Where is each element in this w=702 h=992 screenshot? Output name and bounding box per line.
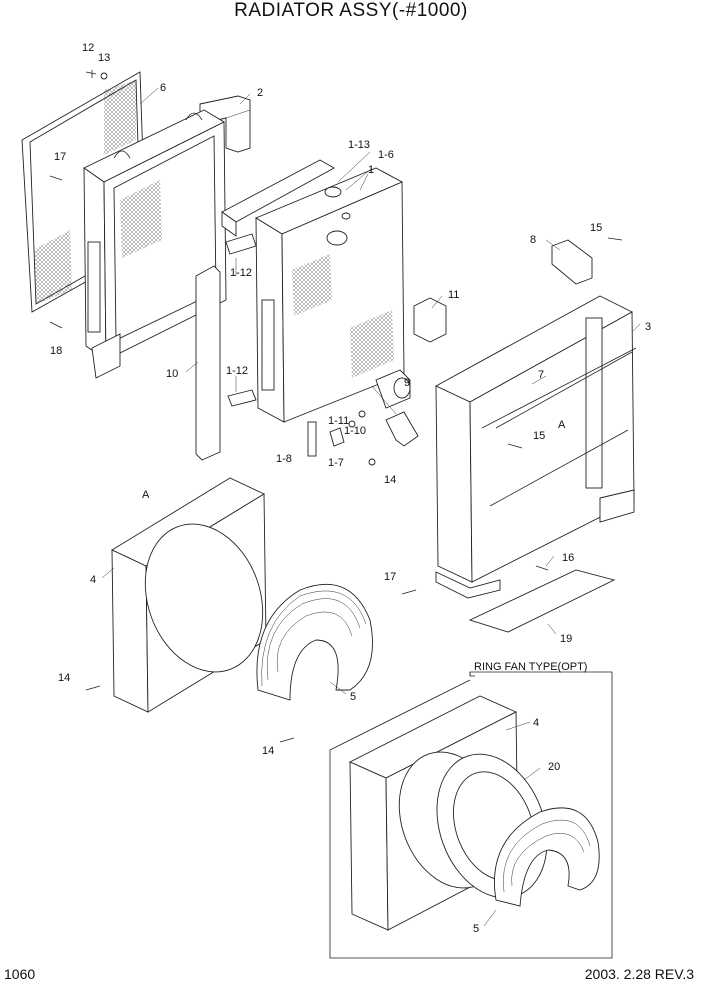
callout-10: 10 [166,368,178,380]
callout-14-b: 14 [58,672,70,684]
callout-14-a: 14 [384,474,396,486]
callout-13: 13 [98,52,110,64]
callout-1-7: 1-7 [328,457,344,469]
callout-labels: 1 2 3 4 4 5 5 6 7 8 9 10 11 12 13 14 14 … [50,42,651,935]
callout-3: 3 [645,321,651,333]
callout-A-1: A [558,419,566,431]
bracket-part-8 [551,239,593,285]
callout-12: 12 [82,42,94,54]
page-number: 1060 [4,966,36,982]
callout-11: 11 [448,289,459,301]
callout-15-b: 15 [533,430,545,442]
callout-1-6: 1-6 [378,149,394,161]
callout-1-8: 1-8 [276,453,292,465]
foam-seals [195,159,335,461]
small-fittings [307,410,419,466]
callout-4-main: 4 [90,574,96,586]
date-revision: 2003. 2.28 REV.3 [584,966,694,982]
callout-1-12-a: 1-12 [230,267,252,279]
callout-20: 20 [548,761,560,773]
callout-16: 16 [562,552,574,564]
callout-6: 6 [160,82,166,94]
shroud-part-4 [111,477,267,713]
page-title: RADIATOR ASSY(-#1000) [234,0,468,21]
callout-1-10: 1-10 [344,425,366,437]
fan-guard-part-5 [256,583,373,701]
callout-14-c: 14 [262,745,274,757]
callout-7: 7 [538,369,544,381]
callout-17-b: 17 [384,571,396,583]
callout-8: 8 [530,234,536,246]
frame-part-3 [435,295,635,599]
callout-2: 2 [257,87,263,99]
leader-lines [101,87,641,927]
callout-A-2: A [142,489,150,501]
callout-5-inset: 5 [473,923,479,935]
inset-title: RING FAN TYPE(OPT) [474,661,587,673]
callout-1-12-b: 1-12 [226,365,248,377]
callout-1: 1 [368,164,374,176]
callout-1-13: 1-13 [348,139,370,151]
rod-part-7 [481,347,637,429]
ring-fan-inset [329,671,613,959]
callout-18: 18 [50,345,62,357]
mat-part-19 [468,569,616,633]
callout-4-inset: 4 [533,717,539,729]
bolts [49,70,623,743]
callout-19: 19 [560,633,572,645]
callout-15-a: 15 [590,222,602,234]
radiator-part-1 [255,167,411,423]
block-part-11 [413,297,447,343]
callout-5-main: 5 [350,691,356,703]
callout-17-a: 17 [54,151,66,163]
callout-1-11: 1-11 [328,415,349,427]
callout-9: 9 [404,377,410,389]
